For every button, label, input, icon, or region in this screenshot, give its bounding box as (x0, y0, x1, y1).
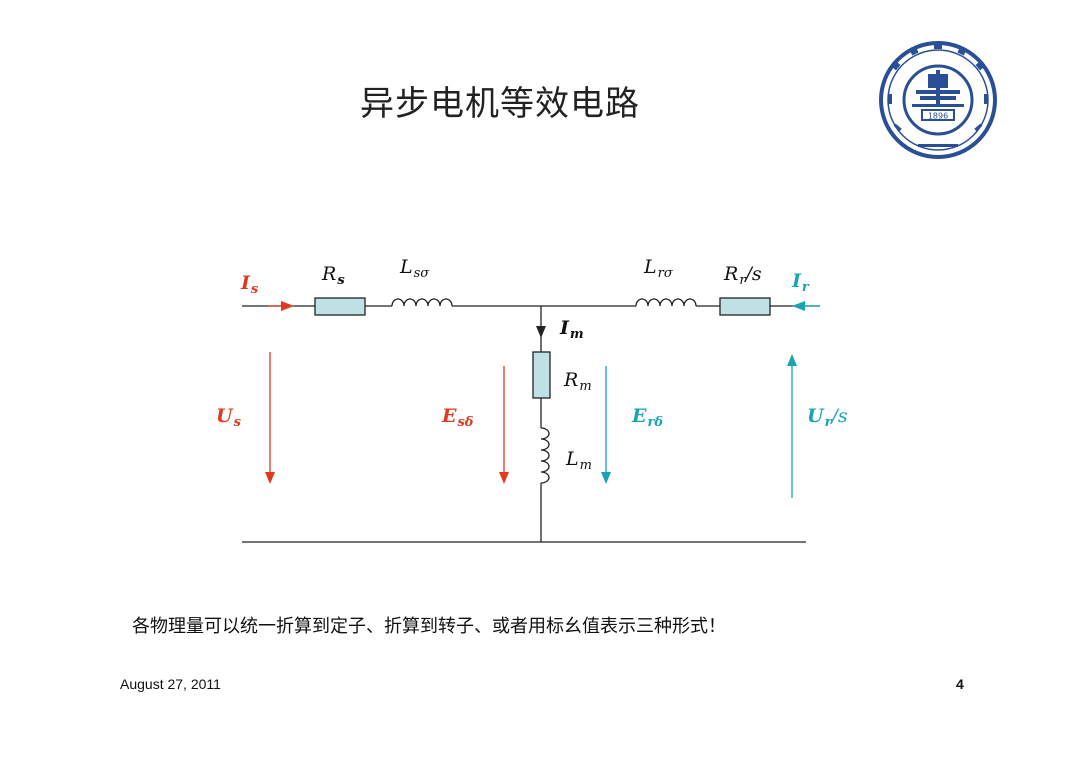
arrow-erd (601, 472, 611, 484)
inductor-lro (635, 298, 697, 307)
label-lro: Lrσ (644, 256, 673, 281)
label-is: Is (241, 272, 259, 297)
slide-caption: 各物理量可以统一折算到定子、折算到转子、或者用标幺值表示三种形式！ (132, 616, 726, 637)
label-rm: Rm (564, 369, 592, 394)
university-seal-logo: 1896 (879, 41, 997, 159)
label-ir: Ir (792, 270, 809, 295)
label-lm: Lm (566, 448, 592, 473)
inductor-lm (540, 427, 550, 484)
label-esd: Esδ (442, 405, 474, 430)
arrow-esd (499, 472, 509, 484)
footer-date: August 27, 2011 (120, 676, 221, 692)
arrow-ir (792, 301, 805, 311)
resistor-rs (314, 297, 366, 316)
label-us: Us (216, 405, 241, 430)
label-rr: Rr/s (724, 263, 762, 288)
arrow-ur (787, 354, 797, 366)
label-lso: Lsσ (400, 256, 430, 281)
arrow-us (265, 472, 275, 484)
seal-year: 1896 (928, 112, 948, 121)
label-erd: Erδ (632, 405, 664, 430)
label-rs: Rs (322, 263, 345, 288)
inductor-lso (391, 298, 453, 307)
page-number: 4 (956, 676, 964, 692)
arrow-im (536, 326, 546, 338)
label-ur: Ur/s (807, 405, 848, 430)
slide-title: 异步电机等效电路 (360, 84, 640, 124)
label-im: Im (560, 317, 584, 342)
resistor-rr (719, 297, 771, 316)
resistor-rm (532, 351, 551, 399)
arrow-is (281, 301, 294, 311)
